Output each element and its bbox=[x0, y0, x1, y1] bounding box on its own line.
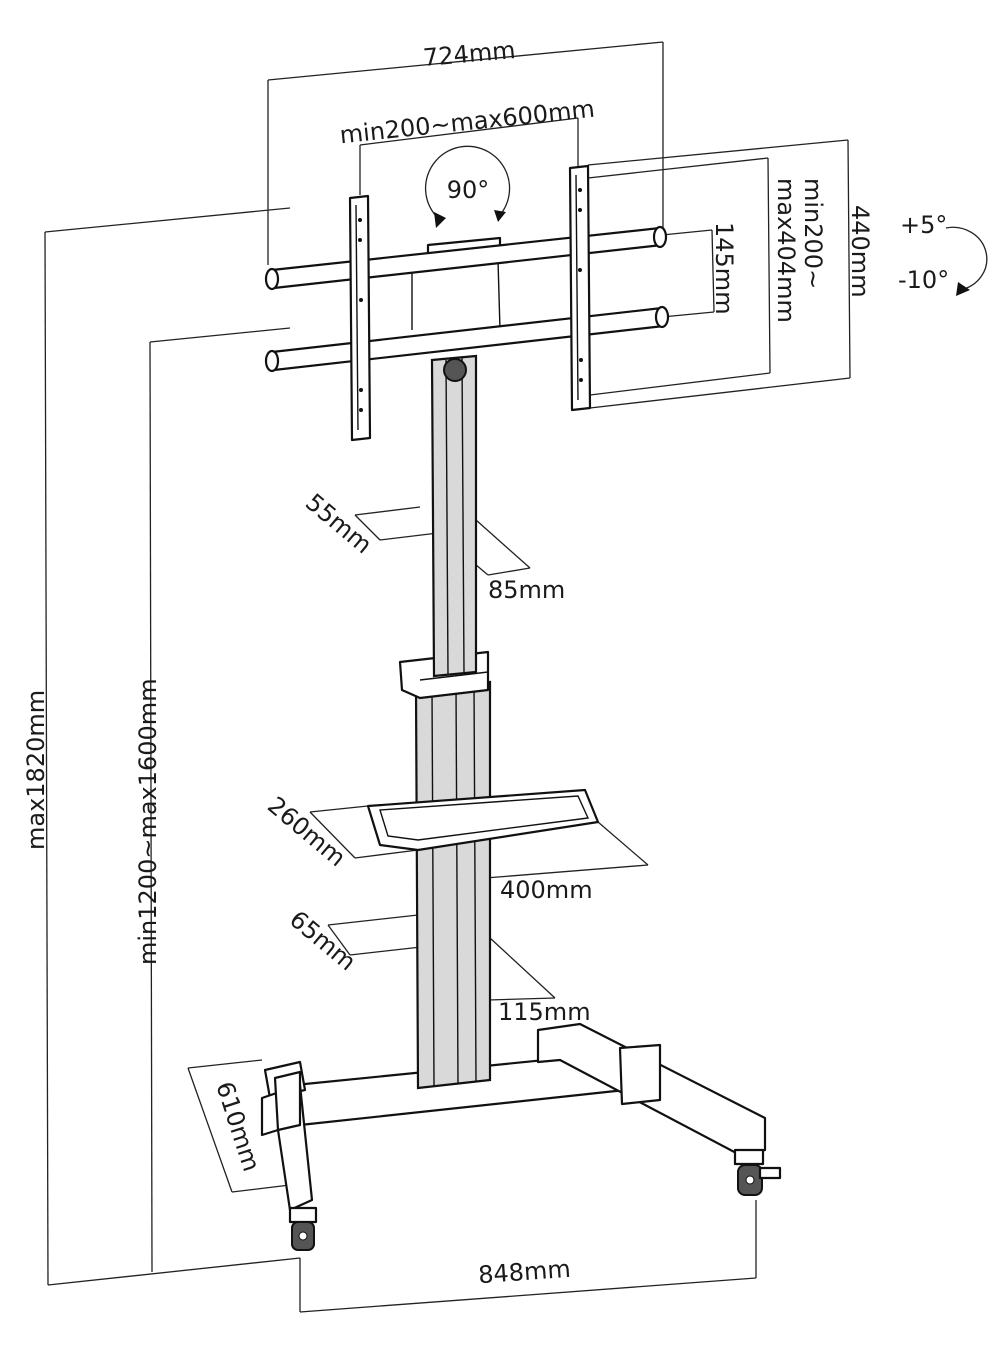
label-overall-width: 724mm bbox=[422, 36, 517, 72]
label-bracket-height: 440mm bbox=[846, 205, 874, 298]
label-base-depth: 610mm bbox=[210, 1078, 265, 1175]
dim-max-height bbox=[44, 207, 301, 1286]
shelf bbox=[366, 788, 600, 852]
label-tilt-up: +5° bbox=[900, 211, 947, 239]
caster-left bbox=[288, 1206, 318, 1251]
label-pole-width-bottom: 115mm bbox=[498, 998, 591, 1026]
vertical-bracket-right bbox=[568, 164, 592, 412]
label-pole-depth-bottom: 65mm bbox=[284, 905, 361, 976]
vertical-bracket-left bbox=[348, 194, 372, 442]
label-base-width: 848mm bbox=[477, 1255, 571, 1289]
dim-bracket-height bbox=[587, 139, 851, 409]
label-shelf-depth: 260mm bbox=[262, 791, 351, 872]
dim-arm-gap bbox=[661, 229, 715, 318]
label-pole-depth-top: 55mm bbox=[300, 488, 377, 559]
dim-overall-width bbox=[267, 41, 664, 265]
label-vesa-width: min200~max600mm bbox=[338, 95, 596, 150]
caster-right bbox=[733, 1148, 782, 1196]
label-arm-gap: 145mm bbox=[710, 222, 738, 315]
tilt-arrow-icon bbox=[945, 226, 988, 296]
dim-height-range bbox=[149, 327, 291, 1273]
label-shelf-width: 400mm bbox=[500, 876, 593, 904]
dim-vesa-height bbox=[587, 157, 771, 396]
rotation-arrow-icon bbox=[424, 145, 511, 228]
upper-pole bbox=[430, 354, 478, 678]
base-frame bbox=[260, 1022, 767, 1212]
label-vesa-height-line2: max404mm bbox=[772, 178, 800, 323]
dim-shelf bbox=[309, 805, 649, 881]
label-pole-width-top: 85mm bbox=[488, 576, 565, 604]
lower-pole bbox=[414, 680, 492, 1090]
label-tilt-down: -10° bbox=[898, 266, 949, 294]
label-vesa-height-line1: min200~ bbox=[799, 178, 827, 289]
label-height-range: min1200~max1600mm bbox=[134, 678, 162, 965]
label-rotation: 90° bbox=[447, 176, 490, 204]
label-max-height: max1820mm bbox=[22, 690, 50, 850]
dim-base-width bbox=[299, 1200, 757, 1313]
dim-base-depth bbox=[187, 1059, 291, 1193]
dim-vesa-width bbox=[359, 117, 579, 195]
horizontal-arm-top bbox=[264, 225, 668, 291]
dim-pole-top bbox=[354, 506, 531, 576]
